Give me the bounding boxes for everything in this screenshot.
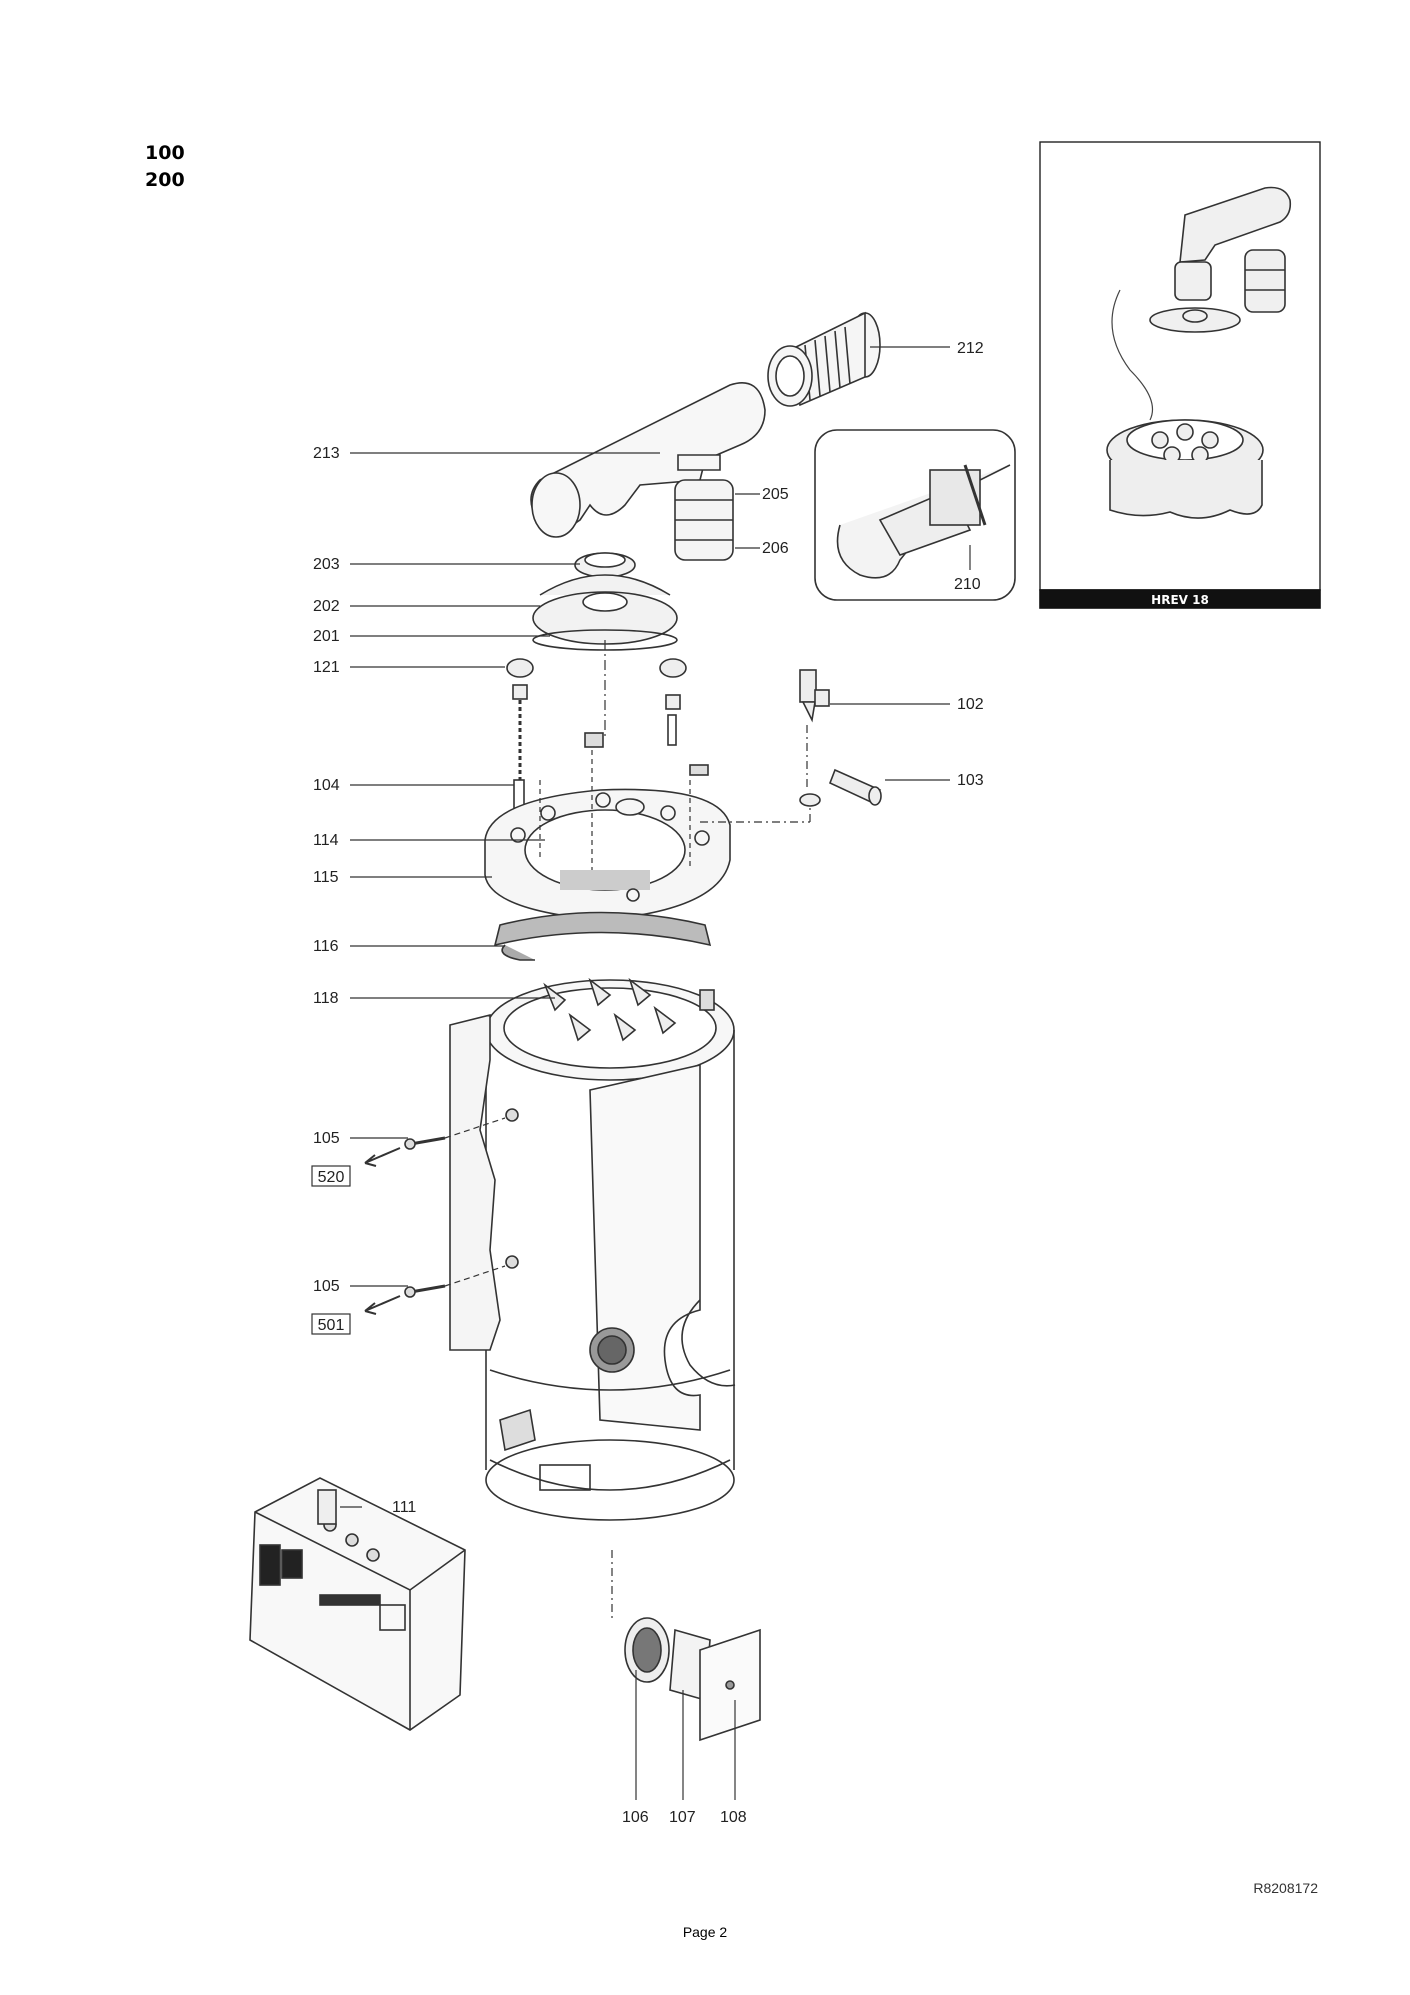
- ref-box-520: 520: [318, 1169, 345, 1186]
- model-codes: 100 200: [145, 140, 185, 194]
- page-number: Page 2: [682, 1924, 728, 1940]
- callout-118: 118: [313, 990, 339, 1007]
- retaining-clips: [584, 732, 709, 776]
- control-panel-111: [249, 1477, 466, 1731]
- valve-102: [799, 669, 830, 723]
- inset-top-plate: [1106, 419, 1264, 519]
- ref-box-501: 501: [318, 1317, 345, 1334]
- callout-108: 108: [720, 1809, 747, 1826]
- callout-111: 111: [392, 1499, 416, 1516]
- inset-panel: HREV 18: [1039, 141, 1321, 609]
- callout-201: 201: [313, 628, 340, 645]
- model-code-100: 100: [145, 142, 185, 164]
- callout-107: 107: [669, 1809, 696, 1826]
- sensor-103: [828, 768, 882, 806]
- inset-title: HREV 18: [1151, 593, 1209, 607]
- callout-105-lower: 105: [313, 1278, 340, 1295]
- callout-102: 102: [957, 696, 984, 713]
- callout-205: 205: [762, 486, 789, 503]
- model-code-200: 200: [145, 169, 185, 191]
- callout-206: 206: [762, 540, 789, 557]
- callout-203: 203: [313, 556, 340, 573]
- flue-detail-inset-210: [814, 429, 1016, 601]
- callout-103: 103: [957, 772, 984, 789]
- callout-106: 106: [622, 1809, 649, 1826]
- anode-assembly-104-121: [506, 658, 687, 829]
- screws-105: [404, 1136, 446, 1298]
- callout-104: 104: [313, 777, 340, 794]
- flue-terminal-212: [767, 311, 881, 407]
- leader-lines: [340, 346, 971, 1800]
- water-heater-tank: [449, 977, 736, 1521]
- flue-pipe-213: [530, 382, 766, 538]
- gasket-116: [493, 911, 712, 961]
- callout-202: 202: [313, 598, 340, 615]
- callout-114: 114: [313, 832, 339, 849]
- callout-116: 116: [313, 938, 339, 955]
- callout-210: 210: [954, 576, 981, 593]
- flue-rings-201-203: [532, 552, 678, 651]
- callout-213: 213: [313, 445, 340, 462]
- drawing-reference-code: R8208172: [1253, 1880, 1318, 1896]
- callout-121: 121: [313, 659, 340, 676]
- heating-element-106-108: [624, 1617, 761, 1742]
- callout-212: 212: [957, 340, 984, 357]
- callout-105-upper: 105: [313, 1130, 340, 1147]
- inset-elbow-pipe: [1149, 186, 1292, 333]
- callout-115: 115: [313, 869, 339, 886]
- elbow-collar-205-206: [674, 479, 734, 561]
- insulation-plate-115: [484, 788, 731, 921]
